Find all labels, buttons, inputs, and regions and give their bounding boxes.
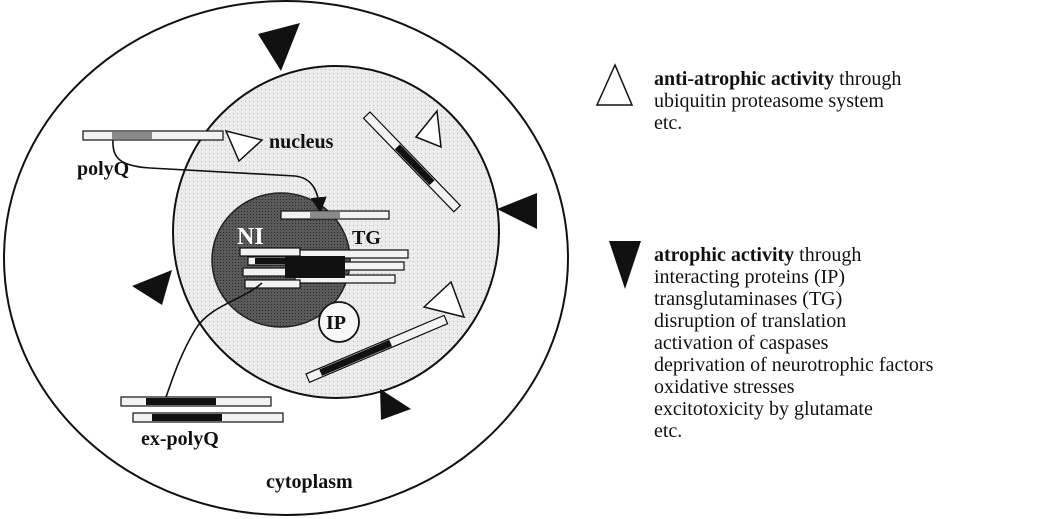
nucleus-label: nucleus [269, 131, 334, 153]
ni-label: NI [237, 224, 264, 250]
ip-label: IP [326, 312, 346, 334]
ex-polyq-label: ex-polyQ [141, 428, 219, 450]
legend-atrophic-title-line: atrophic activity through [654, 244, 933, 266]
legend-anti-title-line: anti-atrophic activity through [654, 68, 901, 90]
aggregate-bars [240, 248, 408, 288]
legend-anti-line: etc. [654, 112, 901, 134]
legend-atrophic-line: deprivation of neurotrophic factors [654, 354, 933, 376]
legend-atrophic-line: etc. [654, 420, 933, 442]
legend-open-triangle-icon [597, 65, 632, 105]
legend-atrophic-title-suffix: through [794, 244, 861, 266]
polyq-protein-bar [83, 131, 223, 140]
legend-anti-title-suffix: through [834, 68, 901, 90]
legend-atrophic-line: oxidative stresses [654, 376, 933, 398]
legend-anti-title: anti-atrophic activity [654, 68, 834, 90]
legend-filled-triangle-icon [609, 241, 641, 289]
cytoplasm-label: cytoplasm [266, 471, 353, 493]
legend-atrophic-line: activation of caspases [654, 332, 933, 354]
legend-atrophic: atrophic activity through interacting pr… [654, 244, 933, 442]
tg-label: TG [352, 227, 381, 249]
polyq-label: polyQ [77, 158, 129, 180]
legend-anti-atrophic: anti-atrophic activity through ubiquitin… [654, 68, 901, 134]
legend-atrophic-title: atrophic activity [654, 244, 794, 266]
legend-atrophic-line: disruption of translation [654, 310, 933, 332]
legend-atrophic-line: excitotoxicity by glutamate [654, 398, 933, 420]
legend-atrophic-line: transglutaminases (TG) [654, 288, 933, 310]
legend-anti-line: ubiquitin proteasome system [654, 90, 901, 112]
legend-atrophic-line: interacting proteins (IP) [654, 266, 933, 288]
nuclear-polyq-bar [281, 211, 389, 219]
